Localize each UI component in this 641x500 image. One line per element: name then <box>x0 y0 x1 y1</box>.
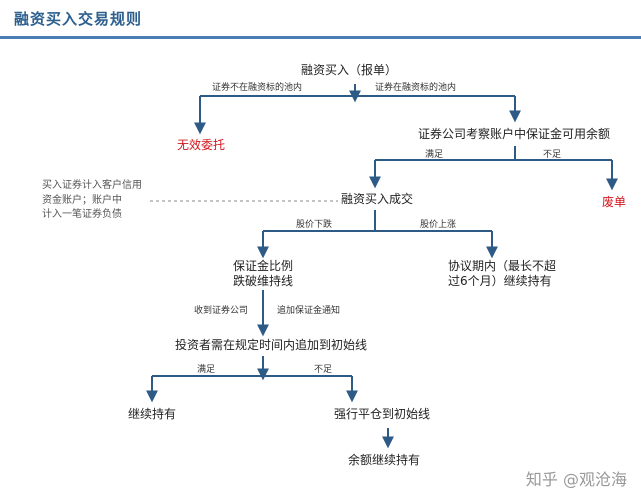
node-investor-topup: 投资者需在规定时间内追加到初始线 <box>175 338 368 352</box>
edge-label-price-up: 股价上涨 <box>420 220 457 230</box>
node-keep-holding: 继续持有 <box>128 407 177 421</box>
node-remaining-holding: 余额继续持有 <box>348 453 421 467</box>
side-note-line1: 买入证券计入客户信用 <box>42 180 142 191</box>
node-void-order: 废单 <box>602 195 627 209</box>
side-note-line2: 资金账户；账户中 <box>42 194 122 206</box>
node-agreement-line1: 协议期内（最长不超 <box>448 259 557 273</box>
edge-label-enough-2: 满足 <box>197 365 216 375</box>
node-forced-liquidation: 强行平仓到初始线 <box>334 407 431 421</box>
page-title: 融资买入交易规则 <box>14 10 143 28</box>
side-note-line3: 计入一笔证券负债 <box>42 209 122 220</box>
edge-label-enough-1: 满足 <box>425 150 444 160</box>
edge-label-margin-call: 追加保证金通知 <box>277 306 341 316</box>
title-underline <box>0 36 641 39</box>
edge-label-not-enough-2: 不足 <box>314 365 333 375</box>
node-ratio-line2: 跌破维持线 <box>233 274 294 288</box>
edge-label-not-in-pool: 证券不在融资标的池内 <box>212 83 303 93</box>
side-note: 买入证券计入客户信用 资金账户；账户中 计入一笔证券负债 <box>42 179 142 223</box>
edge-label-price-down: 股价下跌 <box>296 220 333 230</box>
node-ratio-line1: 保证金比例 <box>233 259 294 273</box>
edge-label-in-pool: 证券在融资标的池内 <box>375 83 457 93</box>
node-margin-buy-order: 融资买入（报单） <box>301 63 398 77</box>
watermark: 知乎 @观沧海 <box>525 470 627 489</box>
edge-label-not-enough-1: 不足 <box>543 150 562 160</box>
node-agreement-line2: 过6个月）继续持有 <box>448 274 552 288</box>
node-deal: 融资买入成交 <box>341 192 414 206</box>
node-check-margin: 证券公司考察账户中保证金可用余额 <box>418 127 611 141</box>
node-invalid-order: 无效委托 <box>177 138 226 152</box>
edge-label-notice-from: 收到证券公司 <box>194 306 249 316</box>
